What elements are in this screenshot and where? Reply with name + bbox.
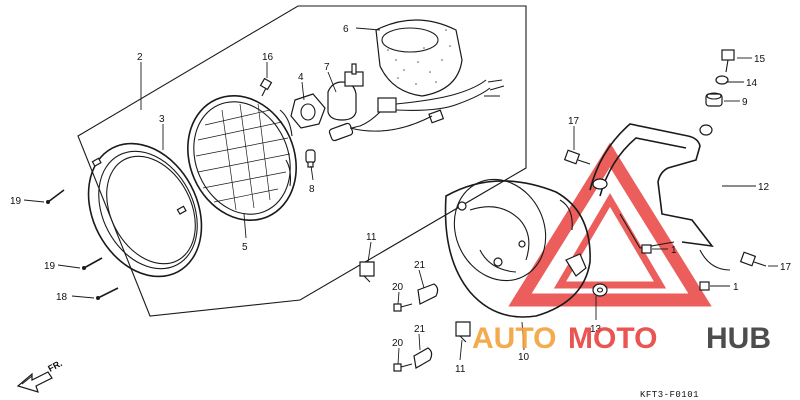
clamp-21-top — [417, 283, 439, 305]
label-part-15: 15 — [754, 54, 766, 65]
assembly-frame — [77, 5, 527, 317]
label-part-21-bottom: 21 — [414, 324, 426, 335]
clamp-21-bottom — [413, 347, 433, 369]
label-part-14: 14 — [746, 78, 758, 89]
watermark-hub: HUB — [706, 322, 771, 355]
washer-14 — [715, 75, 729, 85]
label-part-2: 2 — [137, 52, 143, 63]
bulb-socket — [290, 93, 326, 129]
watermark-text: AUTO MOTO HUB — [472, 322, 771, 355]
screw-16 — [259, 77, 273, 97]
screw-20-bottom — [393, 363, 413, 372]
label-part-6: 6 — [343, 24, 349, 35]
label-part-16: 16 — [262, 52, 274, 63]
label-part-20-bottom: 20 — [392, 338, 404, 349]
headlight-bracket — [589, 123, 731, 271]
nut-1-upper — [641, 244, 652, 254]
watermark-auto: AUTO — [472, 322, 556, 355]
label-part-7: 7 — [324, 62, 330, 73]
label-part-3: 3 — [159, 114, 165, 125]
drawing-code: KFT3-F0101 — [640, 390, 699, 400]
clip-11-bottom — [455, 321, 471, 343]
bolt-17-top — [563, 149, 591, 165]
label-part-18: 18 — [56, 292, 68, 303]
label-part-4: 4 — [298, 72, 304, 83]
part-labels: 2 3 16 4 7 6 8 5 19 19 18 15 14 9 12 17 … — [10, 24, 792, 375]
halogen-bulb — [327, 63, 364, 121]
label-part-19-mid: 19 — [44, 261, 56, 272]
label-part-10: 10 — [518, 352, 530, 363]
label-part-13: 13 — [590, 324, 602, 335]
watermark-moto: MOTO — [568, 322, 657, 355]
headlight-rim — [87, 142, 203, 278]
bolt-15 — [721, 49, 735, 73]
label-part-11-top: 11 — [366, 232, 377, 243]
label-part-8: 8 — [309, 184, 315, 195]
washer-13 — [592, 283, 608, 297]
screw-19-top — [46, 189, 65, 204]
screw-18 — [96, 287, 119, 300]
headlight-unit — [187, 95, 297, 221]
label-part-17-right: 17 — [780, 262, 792, 273]
label-part-21-top: 21 — [414, 260, 426, 271]
dust-cover — [375, 19, 463, 97]
label-part-1-upper: 1 — [671, 245, 677, 256]
label-part-1-lower: 1 — [733, 282, 739, 293]
screw-20-top — [393, 303, 413, 312]
wiring-harness — [328, 79, 505, 142]
label-part-5: 5 — [242, 242, 248, 253]
front-label: FR. — [46, 358, 63, 374]
watermark-logo — [508, 142, 712, 307]
clip-11-top — [359, 261, 375, 283]
label-part-12: 12 — [758, 182, 770, 193]
bolt-17-right — [739, 251, 767, 267]
leader-lines — [23, 27, 778, 365]
label-part-20-top: 20 — [392, 282, 404, 293]
label-part-17-top: 17 — [568, 116, 580, 127]
rubber-cushion-9 — [705, 92, 723, 107]
nut-1-lower — [699, 281, 710, 291]
label-part-9: 9 — [742, 97, 748, 108]
screw-19-mid — [82, 257, 103, 270]
headlight-case — [444, 178, 591, 318]
label-part-11-bottom: 11 — [455, 364, 466, 375]
front-direction-arrow: FR. — [16, 358, 64, 393]
position-bulb — [305, 149, 316, 168]
label-part-19-top: 19 — [10, 196, 22, 207]
